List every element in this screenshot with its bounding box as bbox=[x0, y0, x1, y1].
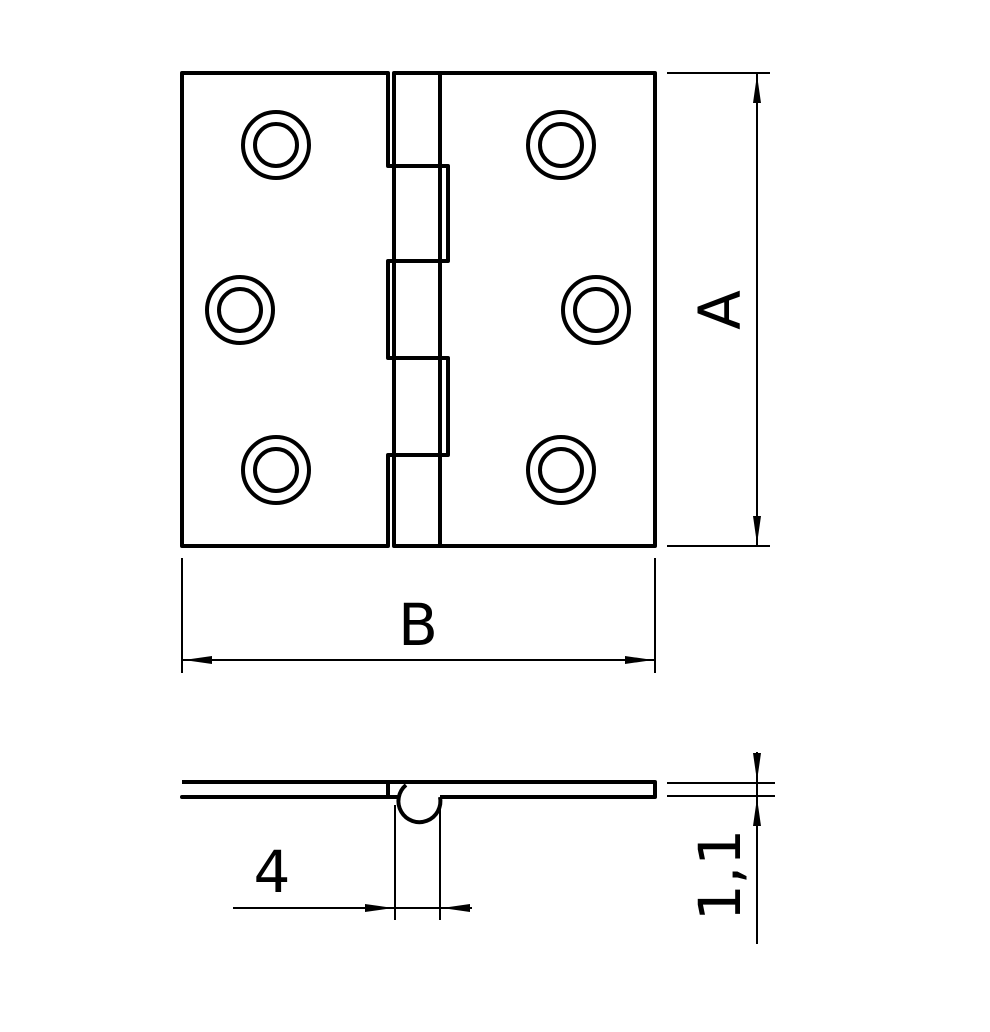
arrowhead bbox=[365, 904, 393, 912]
arrowhead bbox=[625, 656, 653, 664]
arrowhead bbox=[753, 753, 761, 781]
screw-hole bbox=[526, 110, 596, 180]
arrowhead bbox=[753, 516, 761, 544]
dimension-thickness: 1,1 bbox=[667, 752, 775, 944]
right-leaf-outline bbox=[392, 71, 657, 548]
side-view bbox=[180, 780, 657, 920]
arrowhead bbox=[184, 656, 212, 664]
right-leaf-holes bbox=[526, 110, 631, 505]
left-leaf-holes bbox=[205, 110, 311, 505]
arrowhead bbox=[442, 904, 470, 912]
front-view bbox=[180, 71, 657, 548]
dimension-label-1-1: 1,1 bbox=[686, 829, 754, 921]
arrowhead bbox=[753, 75, 761, 103]
leaf-profile bbox=[180, 780, 657, 799]
dimension-label-4: 4 bbox=[254, 838, 291, 906]
dimension-label-a: A bbox=[686, 290, 754, 330]
dimension-a: A bbox=[667, 72, 770, 547]
arrowhead bbox=[753, 798, 761, 826]
dimension-label-b: B bbox=[398, 591, 438, 659]
screw-hole bbox=[241, 110, 311, 180]
screw-hole bbox=[241, 435, 311, 505]
dimension-knuckle: 4 bbox=[233, 838, 472, 912]
screw-hole bbox=[205, 275, 275, 345]
dimension-b: B bbox=[181, 558, 656, 673]
left-leaf-outline bbox=[180, 71, 450, 548]
screw-hole bbox=[561, 275, 631, 345]
knuckle-profile bbox=[396, 783, 443, 825]
screw-hole bbox=[526, 435, 596, 505]
